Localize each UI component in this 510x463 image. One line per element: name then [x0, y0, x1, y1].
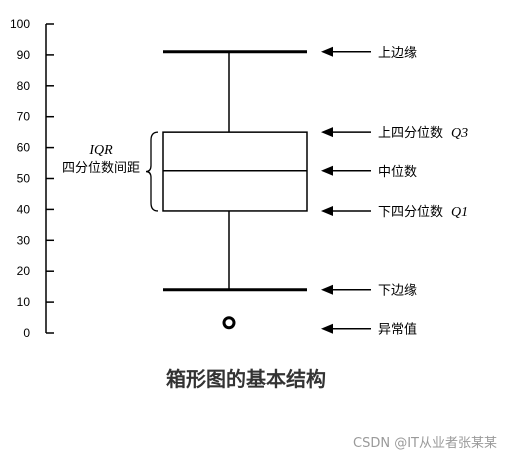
annotation-label: 中位数 [378, 165, 417, 180]
annotation-arrow-head [321, 46, 333, 57]
y-tick-label: 40 [17, 202, 31, 216]
chart-title: 箱形图的基本结构 [166, 367, 326, 391]
iqr-text-label: 四分位数间距 [62, 161, 140, 176]
y-tick-label: 100 [10, 17, 30, 31]
annotation-arrow-head [321, 205, 333, 216]
iqr-brace [145, 131, 159, 212]
annotation-arrow-head [321, 165, 333, 176]
y-tick-label: 30 [17, 233, 31, 247]
watermark: CSDN @IT从业者张某某 [353, 436, 497, 451]
y-tick-label: 60 [17, 141, 31, 155]
y-axis: 0 10 20 30 40 50 60 70 80 90 100 [10, 17, 54, 340]
box-plot [162, 50, 308, 330]
y-tick-label: 20 [17, 264, 31, 278]
annotation-label: 上四分位数 [378, 126, 443, 141]
annotation-q-label: Q3 [451, 126, 468, 141]
iqr-abbr-label: IQR [88, 143, 113, 158]
annotation-label: 异常值 [378, 322, 417, 338]
annotation-arrow-head [321, 127, 333, 138]
annotation-arrow-head [321, 323, 333, 334]
y-tick-label: 50 [17, 172, 31, 186]
y-tick-label: 90 [17, 48, 31, 62]
y-tick-label: 70 [17, 110, 31, 124]
annotation-label: 下四分位数 [378, 205, 443, 220]
y-tick-label: 10 [17, 295, 31, 309]
iqr-bracket-group: IQR 四分位数间距 [62, 131, 159, 212]
y-tick-label: 80 [17, 79, 31, 93]
y-tick-label: 0 [23, 326, 30, 340]
annotation-arrow-head [321, 284, 333, 295]
annotation-q-label: Q1 [451, 205, 468, 220]
annotation-label: 上边缘 [378, 46, 417, 61]
iqr-box [162, 131, 308, 212]
outlier-point [222, 316, 236, 330]
annotation-label: 下边缘 [378, 284, 417, 299]
